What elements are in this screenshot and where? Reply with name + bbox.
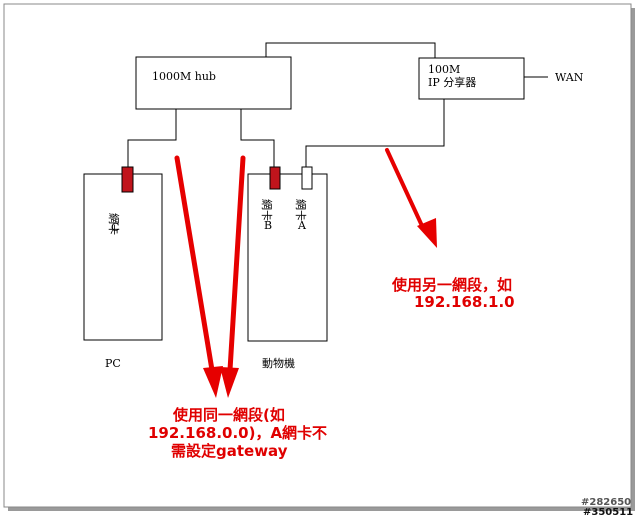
nic-a-port — [301, 166, 313, 190]
hub-label: 1000M hub — [152, 70, 216, 83]
nic-c-letter: C — [111, 221, 119, 234]
animal-machine-label: 動物機 — [262, 356, 295, 370]
hub-router-link — [265, 42, 436, 58]
router-label-line1: 100M — [428, 63, 460, 76]
arrow-left-2 — [220, 155, 246, 398]
router-label-line2: IP 分享器 — [428, 75, 476, 89]
note-bottom-line2: 192.168.0.0)，A網卡不 — [148, 424, 327, 442]
note-right-line2: 192.168.1.0 — [414, 293, 515, 311]
router-box: 100M IP 分享器 — [418, 57, 525, 100]
nic-b-port — [269, 166, 281, 190]
hub-box: 1000M hub — [135, 56, 292, 110]
wan-label: WAN — [555, 71, 584, 84]
nic-a-letter: A — [297, 219, 307, 232]
nic-c-label: 網卡 — [107, 213, 121, 235]
arrow-right — [385, 148, 437, 248]
note-bottom-line3: 需設定gateway — [171, 442, 288, 460]
watermark-line2: #350511 — [583, 507, 633, 518]
pc-label: PC — [105, 357, 121, 370]
nic-b-letter: B — [264, 219, 272, 232]
note-bottom-line1: 使用同一網段(如 — [172, 406, 285, 424]
nic-c-port — [121, 166, 134, 193]
watermark-line1: #282650 — [581, 497, 631, 508]
hub-animal-link — [240, 109, 275, 167]
hub-pc-link — [127, 109, 177, 167]
animal-machine-box — [247, 173, 328, 342]
nic-b-label: 網卡 — [260, 199, 274, 221]
arrow-left-1 — [174, 155, 223, 398]
router-animal-link — [305, 99, 445, 167]
pc-box — [83, 173, 163, 341]
note-right-line1: 使用另一網段，如 — [391, 276, 512, 294]
nic-a-label: 網卡 — [294, 199, 308, 221]
